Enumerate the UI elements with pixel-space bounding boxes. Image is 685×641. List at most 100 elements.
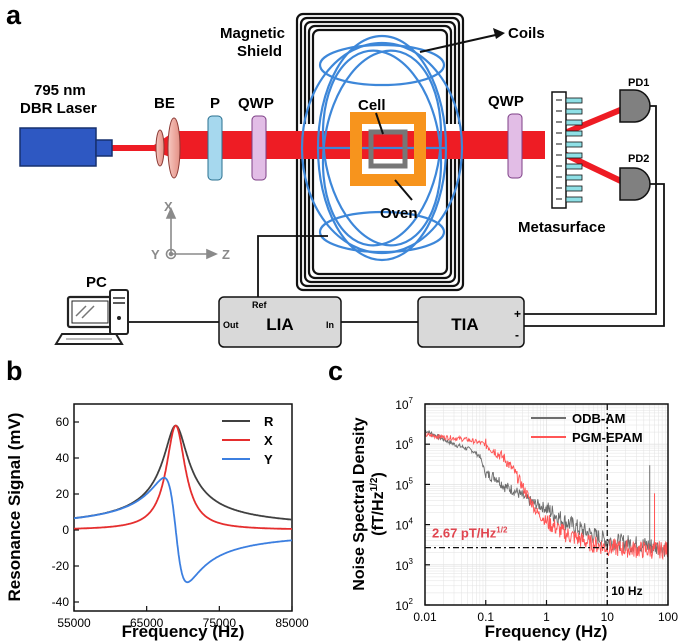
- legend-label: X: [264, 433, 273, 448]
- y-tick-label: 60: [56, 415, 70, 429]
- metasurface: [551, 91, 583, 209]
- x-tick-label: 65000: [130, 616, 164, 630]
- chart-c-ylabel-line2: (fT/Hz1/2): [369, 472, 387, 536]
- quarter-wave-plate-2: [507, 113, 523, 179]
- panel-a: a: [6, 0, 665, 348]
- tia-minus-label: -: [515, 328, 519, 342]
- x-tick-label: 100: [658, 610, 678, 624]
- metasurface-pillar: [565, 174, 583, 181]
- y-tick-label: 105: [395, 476, 413, 492]
- y-tick-label: -20: [52, 559, 70, 573]
- tia-label: TIA: [451, 315, 478, 334]
- oven-label: Oven: [380, 205, 418, 222]
- metasurface-pillar: [565, 196, 583, 203]
- lia-ref-label: Ref: [252, 300, 268, 310]
- x-tick-label: 0.01: [413, 610, 437, 624]
- metasurface-pillar: [565, 108, 583, 115]
- panel-c-label: c: [328, 356, 343, 386]
- metasurface-pillar: [565, 119, 583, 126]
- x-tick-label: 55000: [57, 616, 91, 630]
- photodetector-1: [619, 89, 651, 123]
- photodetector-2: [619, 167, 651, 201]
- shield-label-line1: Magnetic: [220, 25, 285, 42]
- polarizer: [207, 115, 223, 181]
- x-tick-label: 75000: [203, 616, 237, 630]
- shield-label-line2: Shield: [237, 43, 282, 60]
- pc-label: PC: [86, 274, 107, 291]
- series-line-y: [74, 476, 292, 584]
- y-tick-label: 20: [56, 487, 70, 501]
- coils-label: Coils: [508, 25, 545, 42]
- legend-label: Y: [264, 452, 273, 467]
- metasurface-label: Metasurface: [518, 219, 606, 236]
- series-line-pgm-epam: [425, 431, 668, 561]
- laser-source: [19, 127, 113, 167]
- chart-b-ylabel: Resonance Signal (mV): [5, 413, 24, 602]
- marker-label: 10 Hz: [611, 584, 642, 598]
- chart-c-annotations: 10 Hz 2.67 pT/Hz1/2: [425, 404, 643, 605]
- pd1-label: PD1: [628, 77, 649, 89]
- chart-b-frame: [73, 403, 293, 612]
- legend-label: PGM-EPAM: [572, 430, 643, 445]
- y-tick-label: 103: [395, 557, 413, 573]
- axis-x-label: X: [164, 199, 173, 214]
- panel-c: c 10 Hz 2.67 pT/Hz1/2 0.01 0.1 1 10 100 102 103…: [328, 356, 678, 641]
- detector-wires: [524, 105, 665, 327]
- y-tick-label: 104: [395, 517, 413, 533]
- cell-label: Cell: [358, 97, 386, 114]
- chart-c-ticks: 0.01 0.1 1 10 100 102 103 104 105 106 107: [395, 396, 678, 624]
- metasurface-pillar: [565, 97, 583, 104]
- quarter-wave-plate-1: [251, 115, 267, 181]
- panel-b-label: b: [6, 356, 23, 386]
- laser-label-line2: DBR Laser: [20, 100, 97, 117]
- p-label: P: [210, 95, 220, 112]
- chart-b-series: [74, 424, 292, 584]
- axes-indicator: [165, 207, 218, 260]
- lia-in-label: In: [326, 320, 334, 330]
- computer-icon: [54, 289, 129, 345]
- series-line-r: [74, 424, 292, 521]
- y-tick-label: 102: [395, 597, 413, 613]
- legend-label: R: [264, 414, 274, 429]
- y-tick-label: 106: [395, 436, 413, 452]
- chart-c-series: [425, 429, 668, 561]
- chart-c-grid: [425, 404, 668, 605]
- y-tick-label: 0: [62, 523, 69, 537]
- axis-z-label: Z: [222, 247, 230, 262]
- signal-wires: [120, 235, 418, 323]
- metasurface-pillar: [565, 152, 583, 159]
- chart-c-xlabel: Frequency (Hz): [485, 622, 608, 641]
- noise-floor-label: 2.67 pT/Hz1/2: [432, 526, 508, 541]
- helmholtz-coils: [300, 34, 464, 262]
- panel-a-label: a: [6, 0, 22, 30]
- chart-b-legend: RXY: [222, 414, 274, 467]
- chart-c-legend: ODB-AM PGM-EPAM: [531, 411, 643, 445]
- cell: [368, 129, 408, 169]
- x-tick-label: 1: [543, 610, 550, 624]
- qwp1-label: QWP: [238, 95, 274, 112]
- oven: [350, 112, 426, 186]
- qwp2-label: QWP: [488, 93, 524, 110]
- y-tick-label: 40: [56, 451, 70, 465]
- laser-label-line1: 795 nm: [34, 82, 86, 99]
- metasurface-pillar: [565, 185, 583, 192]
- metasurface-pillar: [565, 130, 583, 137]
- x-tick-label: 10: [601, 610, 615, 624]
- pd2-label: PD2: [628, 153, 649, 165]
- metasurface-pillar: [565, 163, 583, 170]
- y-tick-label: 107: [395, 396, 413, 412]
- beam-expander: [155, 117, 181, 179]
- metasurface-pillar: [565, 141, 583, 148]
- x-tick-label: 85000: [275, 616, 309, 630]
- y-tick-label: -40: [52, 595, 70, 609]
- tia-plus-label: +: [514, 307, 521, 321]
- axis-y-label: Y: [151, 247, 160, 262]
- chart-c-ylabel-line1: Noise Spectral Density: [351, 417, 368, 591]
- series-line-x: [74, 424, 292, 530]
- x-tick-label: 0.1: [477, 610, 494, 624]
- legend-label: ODB-AM: [572, 411, 625, 426]
- chart-b-xlabel: Frequency (Hz): [122, 622, 245, 641]
- be-label: BE: [154, 95, 175, 112]
